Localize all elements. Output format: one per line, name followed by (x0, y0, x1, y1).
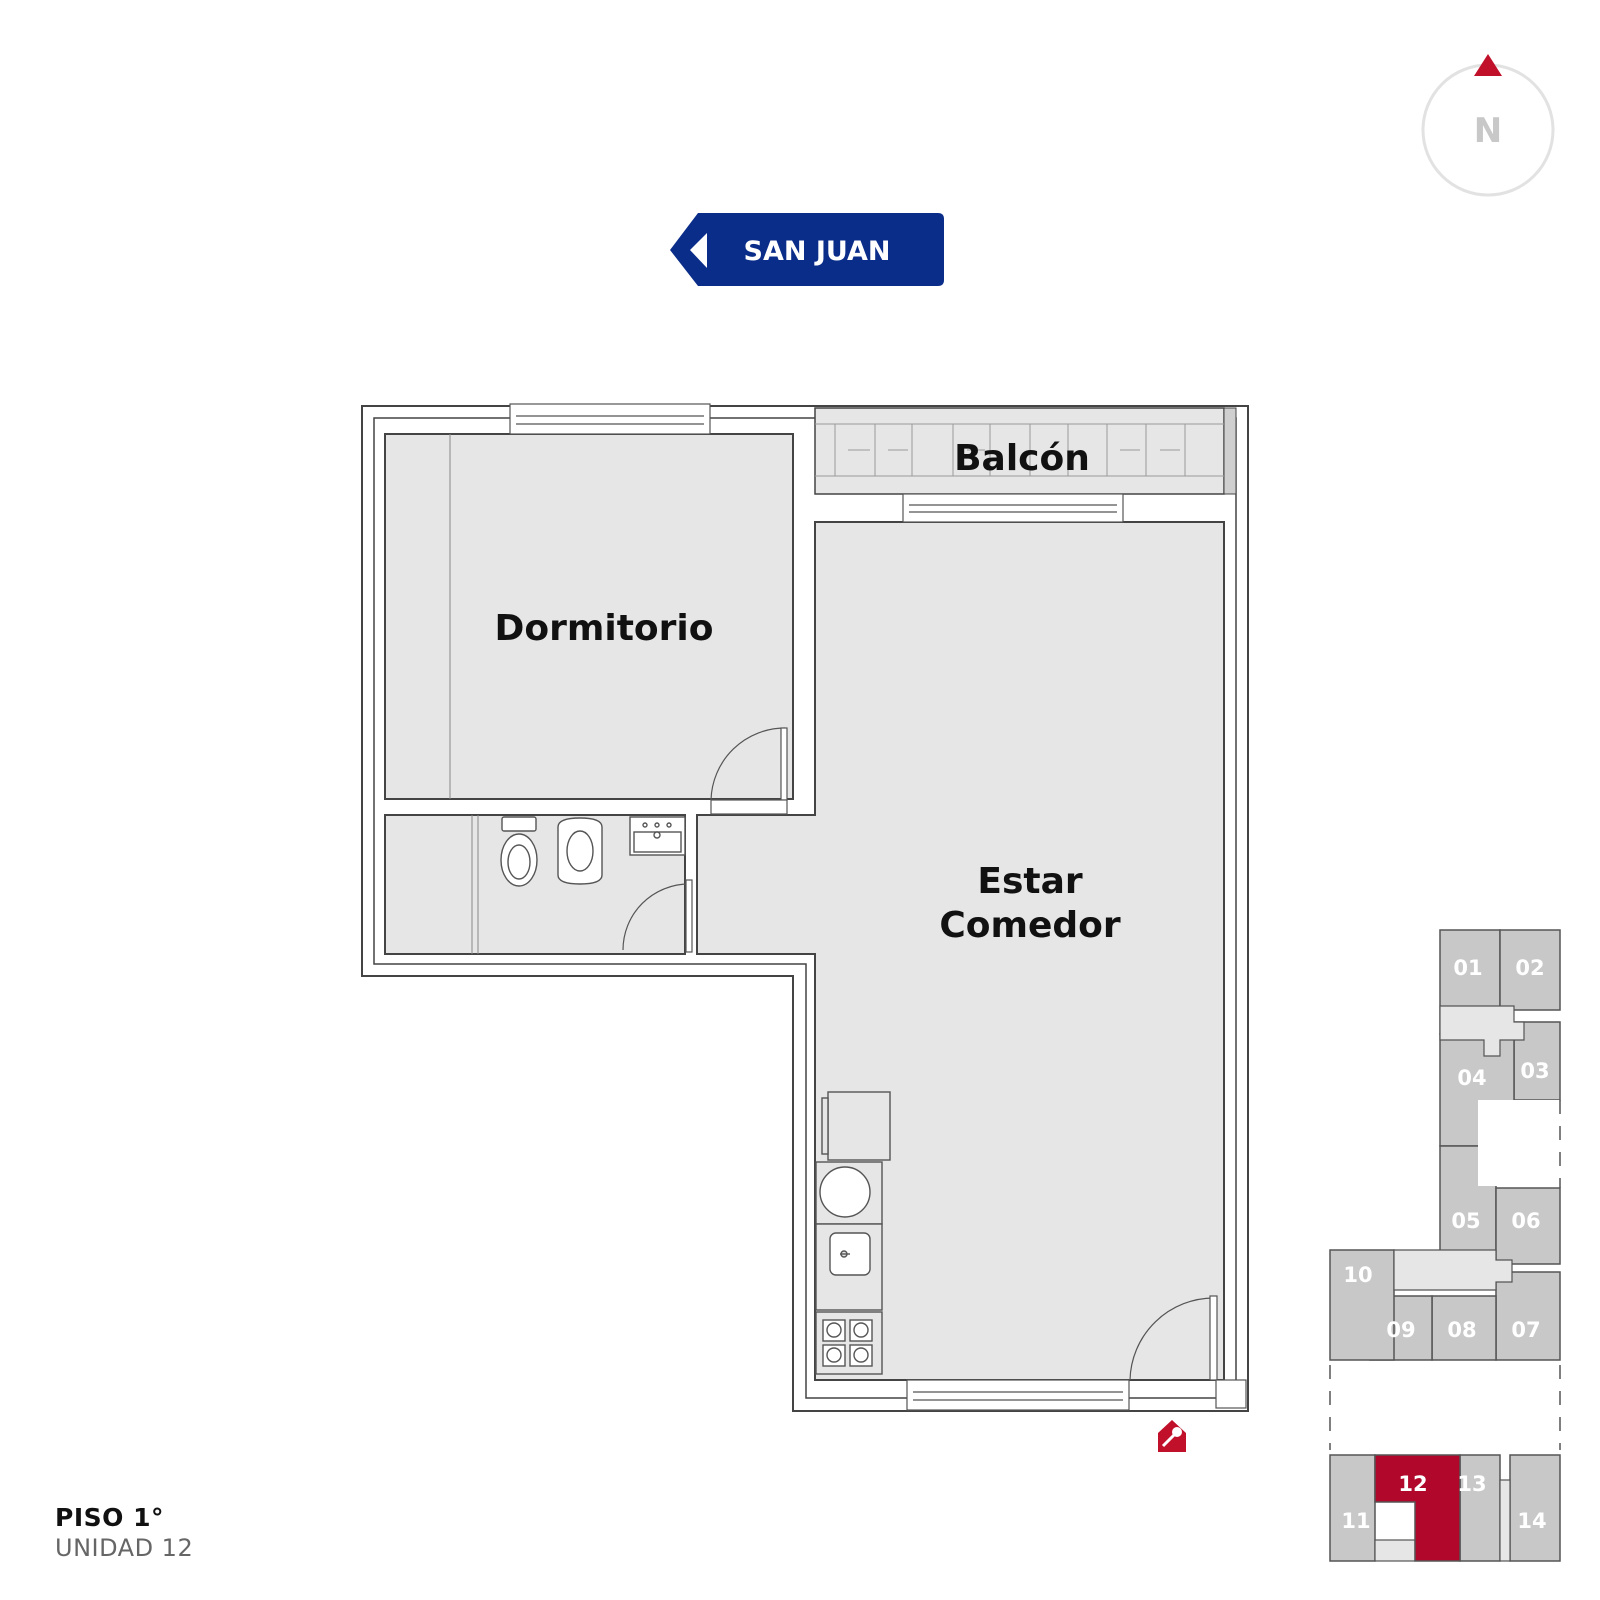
compass: N (1421, 54, 1555, 197)
key-unit-label-11: 11 (1341, 1509, 1370, 1533)
entry-key-icon (1158, 1420, 1186, 1452)
key-unit-label-14: 14 (1517, 1509, 1546, 1533)
floor-info: PISO 1° UNIDAD 12 (55, 1503, 193, 1562)
doors (622, 727, 1247, 1409)
key-unit-label-10: 10 (1343, 1263, 1372, 1287)
bathroom-door-swing (622, 883, 690, 951)
bedroom-door-swing (710, 727, 786, 801)
key-unit-label-07: 07 (1511, 1318, 1540, 1342)
key-unit-label-02: 02 (1515, 956, 1544, 980)
floor-title: PISO 1° (55, 1503, 164, 1532)
key-unit-13 (1459, 1454, 1501, 1562)
key-unit-06 (1495, 1187, 1561, 1265)
key-unit-label-12: 12 (1398, 1472, 1427, 1496)
stove-icon (822, 1319, 873, 1367)
key-unit-label-09: 09 (1386, 1318, 1415, 1342)
kitchen-fixtures (815, 1091, 891, 1375)
toilet-tank (501, 816, 537, 832)
key-unit-label-13: 13 (1457, 1472, 1486, 1496)
key-unit-07 (1495, 1271, 1561, 1361)
key-unit-label-04: 04 (1457, 1066, 1486, 1090)
entry-door-swing (1129, 1297, 1215, 1381)
north-arrow-icon (1474, 54, 1502, 76)
fridge-icon (827, 1091, 891, 1161)
room-label-living-line1: Estar (977, 861, 1083, 902)
key-unit-label-01: 01 (1453, 956, 1482, 980)
balcony-area (814, 407, 1225, 495)
key-unit-12-selected (1374, 1454, 1461, 1562)
compass-label: N (1474, 111, 1502, 151)
key-unit-label-03: 03 (1520, 1059, 1549, 1083)
key-unit-label-08: 08 (1447, 1318, 1476, 1342)
key-unit-label-05: 05 (1451, 1209, 1480, 1233)
key-unit-02 (1499, 929, 1561, 1011)
room-label-balcony: Balcón (954, 438, 1090, 479)
key-unit-label-06: 06 (1511, 1209, 1540, 1233)
room-label-living-line2: Comedor (939, 905, 1121, 946)
street-name: SAN JUAN (744, 236, 891, 267)
washer-icon (819, 1166, 871, 1218)
street-sign: SAN JUAN (670, 213, 944, 286)
key-unit-08 (1431, 1295, 1497, 1361)
street-direction-arrow-icon (690, 233, 707, 268)
floor-unit: UNIDAD 12 (55, 1534, 194, 1562)
room-label-bedroom: Dormitorio (495, 608, 714, 649)
key-unit-11 (1329, 1454, 1376, 1562)
key-unit-14 (1509, 1454, 1561, 1562)
balcony-tiles (815, 423, 1224, 477)
key-plan: 01 02 03 04 05 06 07 08 09 10 11 12 13 1… (1329, 929, 1561, 1562)
bathroom-fixtures (500, 816, 686, 887)
bedroom-area (384, 433, 794, 800)
windows (509, 403, 1130, 1411)
key-unit-10 (1329, 1249, 1395, 1361)
